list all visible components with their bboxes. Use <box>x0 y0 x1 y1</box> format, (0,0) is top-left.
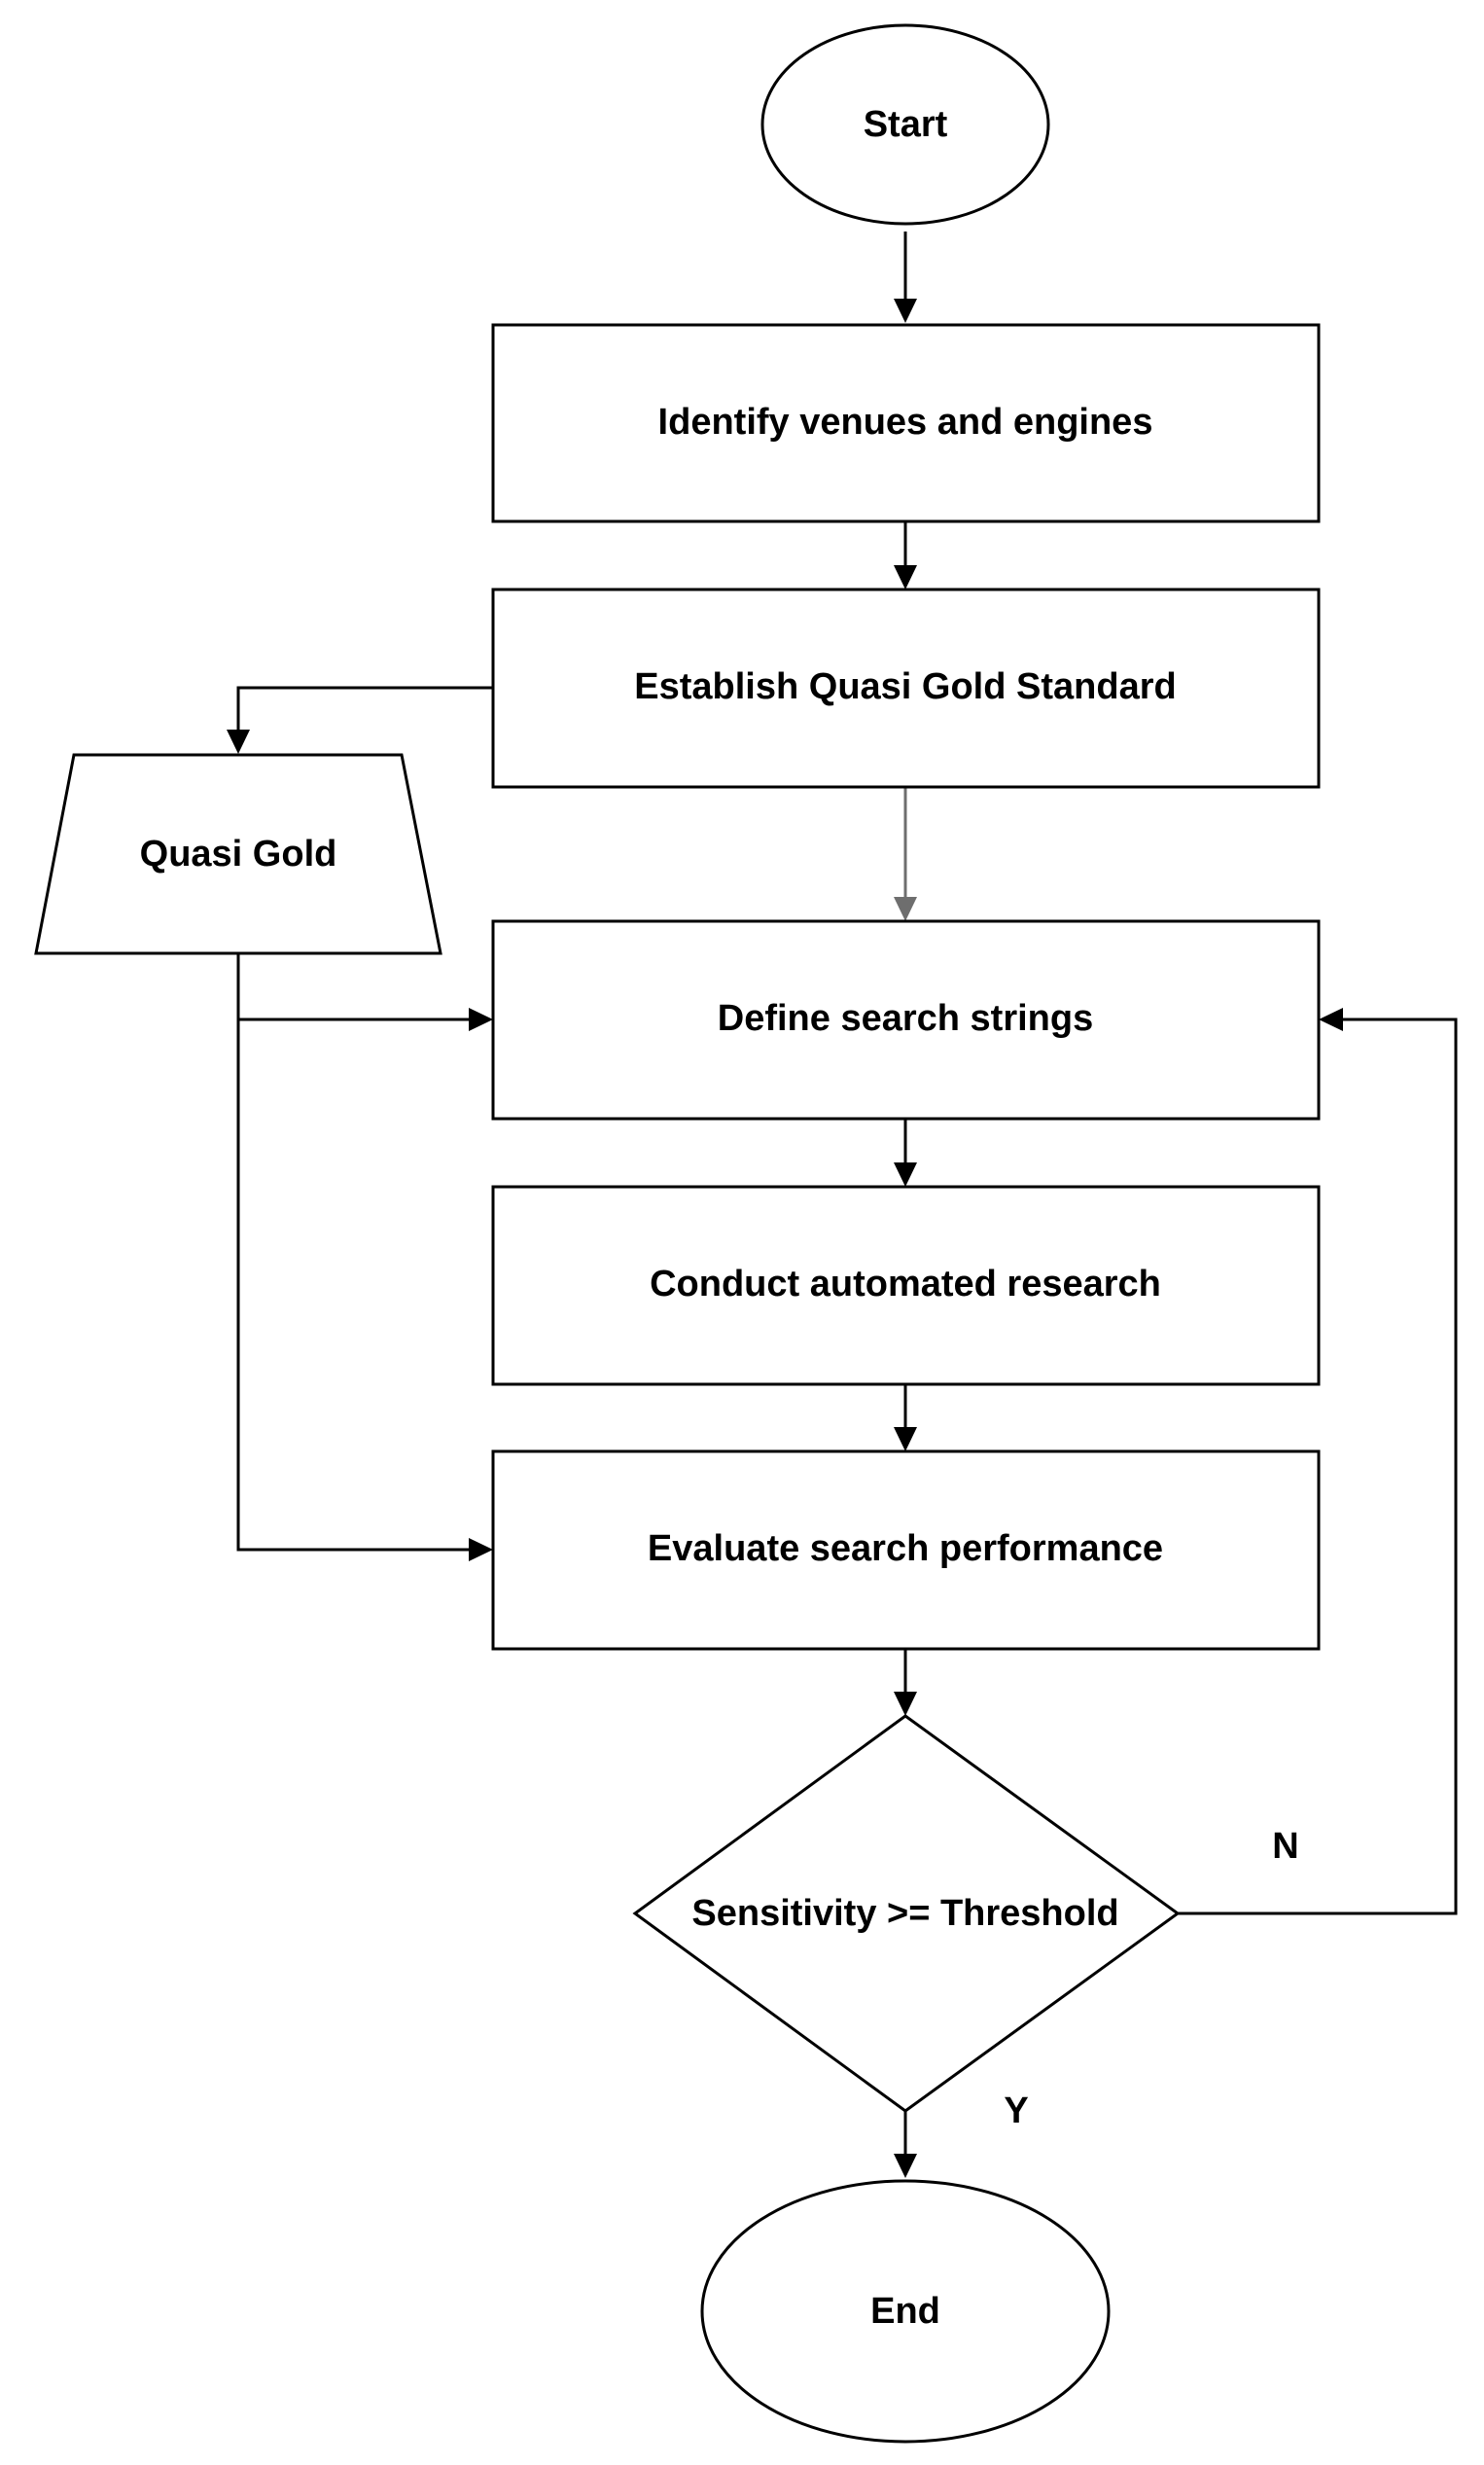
node-quasi-gold: Quasi Gold <box>34 753 442 955</box>
quasi-gold-data-shape <box>34 753 442 955</box>
arrowhead-evaluate-from-quasi-gold <box>469 1538 493 1561</box>
arrowhead-conduct <box>894 1162 917 1187</box>
identify-process-box <box>491 323 1321 523</box>
decision-diamond <box>632 1714 1181 2113</box>
edge-quasi-gold-to-evaluate <box>236 953 472 1552</box>
node-evaluate: Evaluate search performance <box>491 1449 1321 1651</box>
arrowhead-identify <box>894 299 917 323</box>
arrowhead-define-from-quasi-gold <box>469 1008 493 1031</box>
start-label: Start <box>864 104 948 145</box>
start-terminal-shape <box>760 23 1050 226</box>
quasi-gold-label: Quasi Gold <box>140 834 337 875</box>
conduct-process-box <box>491 1185 1321 1386</box>
establish-process-box <box>491 588 1321 789</box>
arrowhead-establish <box>894 565 917 589</box>
evaluate-process-box <box>491 1449 1321 1651</box>
arrowhead-evaluate <box>894 1427 917 1451</box>
establish-label: Establish Quasi Gold Standard <box>634 666 1176 707</box>
decision-label: Sensitivity >= Threshold <box>691 1893 1118 1934</box>
evaluate-label: Evaluate search performance <box>648 1528 1163 1569</box>
node-start: Start <box>760 23 1050 226</box>
node-establish: Establish Quasi Gold Standard <box>491 588 1321 789</box>
edge-establish-to-quasi-gold <box>236 686 493 732</box>
node-conduct: Conduct automated research <box>491 1185 1321 1386</box>
define-process-box <box>491 919 1321 1121</box>
edge-decision-no-to-define <box>1178 1018 1458 1915</box>
arrowhead-define-from-establish <box>894 897 917 921</box>
node-end: End <box>700 2179 1111 2444</box>
node-identify: Identify venues and engines <box>491 323 1321 523</box>
arrowhead-define-from-decision <box>1319 1008 1343 1031</box>
arrowhead-quasi-gold <box>227 730 250 754</box>
end-terminal-shape <box>700 2179 1111 2444</box>
identify-label: Identify venues and engines <box>658 402 1153 443</box>
conduct-label: Conduct automated research <box>650 1264 1161 1304</box>
node-define: Define search strings <box>491 919 1321 1121</box>
arrowhead-decision <box>894 1692 917 1716</box>
node-decision: Sensitivity >= Threshold <box>632 1714 1181 2113</box>
arrowhead-end <box>894 2154 917 2178</box>
edges <box>227 232 1458 2178</box>
edge-label-no: N <box>1272 1826 1298 1867</box>
end-label: End <box>870 2291 940 2332</box>
edge-label-yes: Y <box>1004 2090 1028 2131</box>
define-label: Define search strings <box>718 998 1093 1039</box>
